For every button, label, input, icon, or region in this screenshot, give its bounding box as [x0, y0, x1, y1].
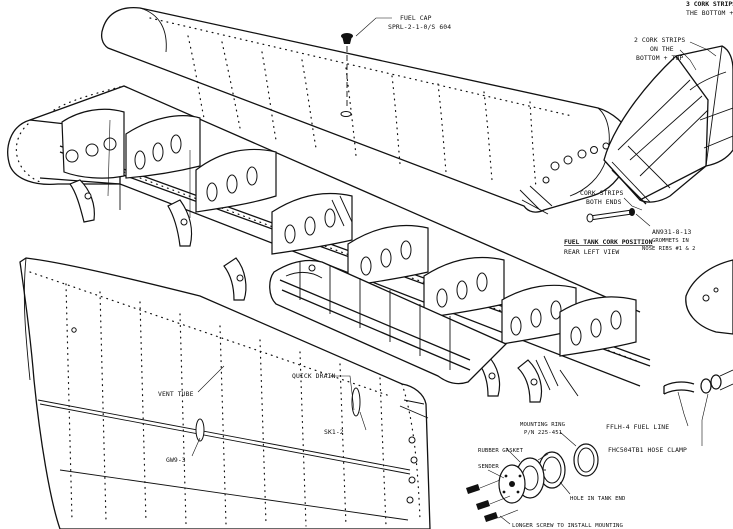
- grommet-part: [586, 208, 651, 227]
- fuel-line-label: FFLH-4 FUEL LINE: [606, 423, 669, 431]
- fuel-sender-assembly: [466, 431, 599, 525]
- fuel-tank-assembly: [603, 45, 733, 205]
- vent-tube-label: VENT TUBE: [158, 390, 194, 398]
- grommets-label: GROMMETS IN: [652, 238, 689, 244]
- hole-in-tank-end-label: HOLE IN TANK END: [570, 496, 626, 502]
- tank-end-outline: [685, 259, 733, 335]
- mounting-ring-part-number: P/N 225-451: [524, 430, 562, 436]
- hose-clamp-label: FHC504TB1 HOSE CLAMP: [608, 446, 687, 454]
- view-title: FUEL TANK CORK POSITION: [564, 238, 653, 246]
- cork-strips-ends-sublabel: BOTH ENDS: [586, 198, 622, 206]
- an-part-label: AN931-8-13: [652, 228, 692, 236]
- grommets-sublabel: NOSE RIBS #1 & 2: [642, 246, 696, 252]
- upper-wing-skin: [101, 6, 634, 215]
- rubber-gasket-label: RUBBER GASKET: [478, 448, 524, 454]
- sender-label: SENDER: [478, 464, 499, 470]
- cork-strips-2-sublabel: ON THE: [650, 45, 674, 53]
- mounting-ring-label: MOUNTING RING: [520, 422, 566, 428]
- wing-rib-structure: [7, 85, 651, 403]
- quick-drain-label: QUICK DRAIN: [292, 372, 335, 380]
- fuel-cap-label: FUEL CAP: [400, 14, 432, 22]
- sk-part-label: SK1-2: [324, 428, 344, 436]
- lower-wing-skin: [19, 257, 431, 529]
- cork-strips-2-sublabel-2: BOTTOM + TOP: [636, 54, 683, 62]
- longer-screw-label: LONGER SCREW TO INSTALL MOUNTING: [512, 523, 623, 529]
- gw-part-label: GW9-3: [166, 456, 186, 464]
- fuel-cap-part-number: SPRL-2-1-0/S 604: [388, 23, 451, 31]
- cork-strips-2-label: 2 CORK STRIPS: [634, 36, 685, 44]
- cork-strips-top-sublabel: THE BOTTOM +: [686, 9, 733, 17]
- fuel-line-fitting: [663, 369, 733, 446]
- fuel-tank-body: [269, 259, 508, 385]
- view-subtitle: REAR LEFT VIEW: [564, 248, 619, 256]
- cork-strips-top-label: 3 CORK STRIPS: [686, 0, 733, 8]
- fuel-cap: [341, 17, 392, 108]
- cork-strips-ends-label: CORK STRIPS: [580, 189, 623, 197]
